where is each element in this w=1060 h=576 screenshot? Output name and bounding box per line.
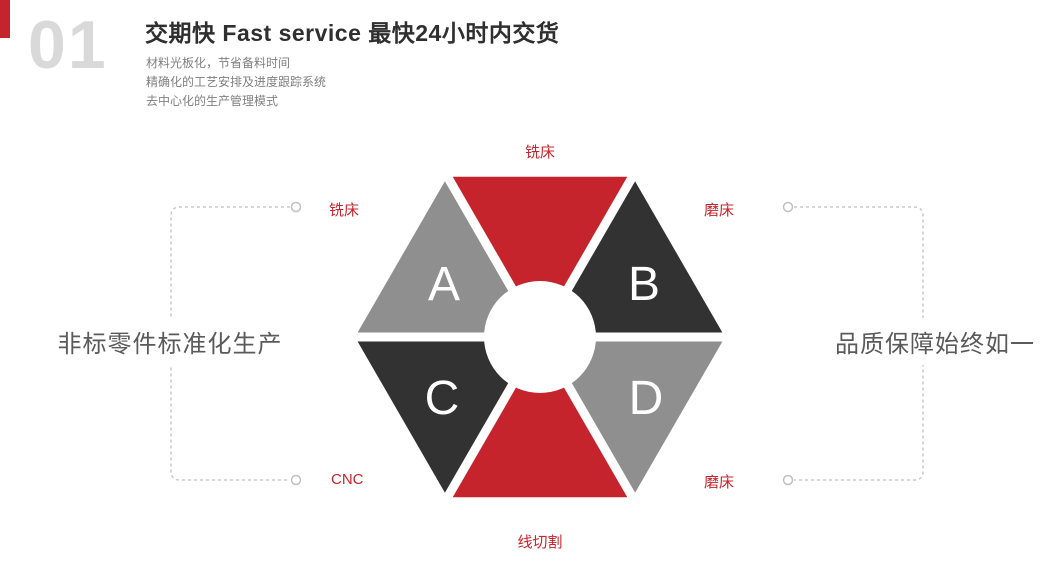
subtitle-line-3: 去中心化的生产管理模式	[146, 94, 279, 108]
subtitle-block: 材料光板化，节省备料时间 精确化的工艺安排及进度跟踪系统 去中心化的生产管理模式	[146, 54, 326, 111]
segment-d-triangle	[540, 337, 725, 498]
connector-dot-upper-right	[782, 201, 794, 213]
center-circle	[484, 281, 596, 393]
segment-b-triangle	[540, 176, 725, 337]
label-wire-cutting: 线切割	[517, 534, 563, 551]
callout-left-text: 非标零件标准化生产	[45, 318, 295, 365]
segment-c-triangle	[355, 337, 540, 498]
callout-right-text: 品质保障始终如一	[815, 318, 1055, 365]
subtitle-line-1: 材料光板化，节省备料时间	[146, 56, 291, 70]
hex-diagram: A B C D	[355, 174, 725, 500]
connector-dot-upper-left	[290, 201, 302, 213]
label-milling-top: 铣床	[524, 144, 555, 161]
label-grinding-right: 磨床	[704, 202, 735, 219]
slide-title: 交期快 Fast service 最快24小时内交货	[145, 20, 560, 46]
segment-letter-a: A	[428, 258, 460, 311]
section-number: 01	[28, 7, 108, 83]
segment-letter-c: C	[425, 372, 460, 425]
segment-a-triangle	[355, 176, 540, 337]
segment-bottom-triangle	[447, 337, 633, 498]
segment-top-triangle	[447, 176, 633, 337]
segment-letter-b: B	[628, 258, 660, 311]
label-cnc: CNC	[331, 471, 364, 488]
corner-accent-bar	[0, 0, 10, 38]
connector-dot-lower-left	[290, 474, 302, 486]
label-milling-left: 铣床	[329, 202, 360, 219]
connector-dot-lower-right	[782, 474, 794, 486]
subtitle-line-2: 精确化的工艺安排及进度跟踪系统	[146, 75, 327, 89]
segment-letter-d: D	[629, 372, 664, 425]
label-grinding-lower: 磨床	[704, 474, 735, 491]
